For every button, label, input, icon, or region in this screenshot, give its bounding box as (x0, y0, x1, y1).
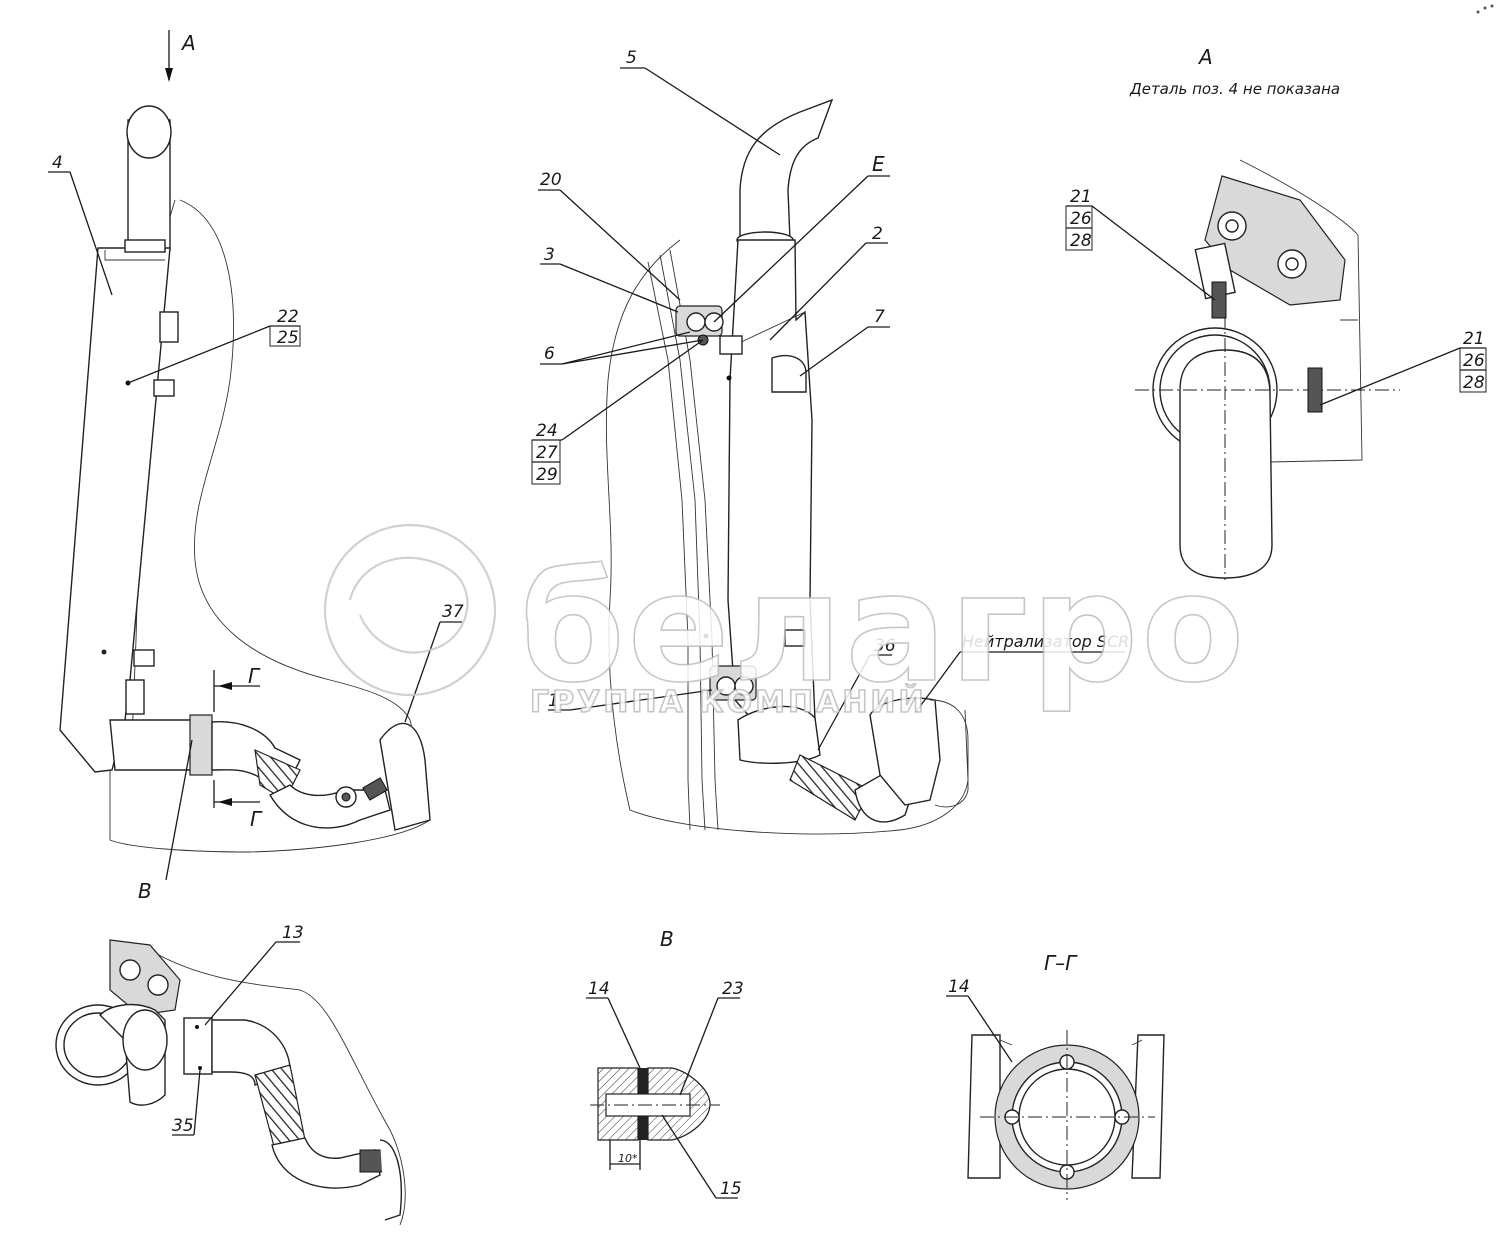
flex-hose-bottom (254, 1064, 306, 1151)
cab-outline-center (605, 239, 969, 835)
clamp-block-a (1204, 175, 1346, 306)
view-a-note: Деталь поз. 4 не показана (1129, 80, 1340, 98)
section-mark-bottom: Г (250, 807, 263, 831)
callout-2: 2 (872, 224, 883, 244)
view-b: В 10* 14 23 15 (586, 927, 744, 1199)
tailpipe-outlet (126, 105, 172, 159)
silencer-body (59, 247, 171, 773)
scr-label: Нейтрализатор SCR (962, 632, 1129, 651)
callout-5: 5 (626, 48, 637, 68)
bottom-left-view: 13 35 (55, 923, 406, 1226)
clamp-block-bottom (109, 939, 181, 1016)
callout-28-left: 28 (1070, 231, 1092, 251)
bracket-upper (159, 311, 179, 343)
callout-3: 3 (544, 245, 555, 265)
watermark-brand: белагро (520, 542, 1247, 716)
flex-hose-36 (789, 754, 871, 821)
section-mark-top: Г (248, 664, 261, 688)
lower-pipe (109, 719, 201, 771)
callout-25: 25 (277, 328, 299, 348)
callout-14-b: 14 (588, 979, 610, 999)
watermark: белагро ГРУППА КОМПАНИЙ (323, 523, 1247, 721)
callout-26-right: 26 (1463, 351, 1485, 371)
callout-22: 22 (277, 307, 299, 327)
callout-27: 27 (536, 443, 558, 463)
pipe-a (1179, 349, 1273, 579)
view-arrow-label: А (180, 31, 196, 55)
callout-29: 29 (536, 465, 558, 485)
callout-21-left: 21 (1070, 187, 1092, 207)
view-b-title: В (660, 927, 674, 951)
watermark-logo (323, 523, 497, 697)
callout-14-g: 14 (948, 977, 970, 997)
section-g: Г–Г 14 (946, 951, 1165, 1200)
callout-26-left: 26 (1070, 209, 1092, 229)
cab-outline-bottom (149, 949, 406, 1226)
cab-outline (109, 199, 431, 853)
callout-7: 7 (874, 307, 885, 327)
callout-37: 37 (442, 602, 464, 622)
bolt-a-left (1211, 281, 1227, 319)
callout-1: 1 (548, 691, 559, 711)
callout-21-right: 21 (1463, 329, 1485, 349)
tailpipe-5 (739, 98, 834, 241)
section-g-title: Г–Г (1044, 951, 1078, 975)
main-center-view: 5 Е 20 3 2 7 6 24 27 29 36 1 Нейтрали (531, 48, 1129, 835)
bolt-a-right (1307, 367, 1323, 413)
scr-edge-left (379, 722, 431, 831)
callout-13: 13 (282, 923, 304, 943)
view-arrow (165, 68, 173, 82)
callout-e: Е (872, 152, 885, 176)
bracket-left-g (967, 1034, 1001, 1179)
cab-outline-a (1239, 159, 1363, 463)
callout-20: 20 (540, 170, 562, 190)
bracket-lower (125, 679, 145, 715)
sleeve-35 (183, 1017, 213, 1075)
callout-24: 24 (536, 421, 558, 441)
detail-mark-b: В (138, 879, 152, 903)
heat-shield-clip (771, 354, 807, 393)
callout-15: 15 (720, 1179, 742, 1199)
main-left-view: Г Г А 4 22 25 37 В (48, 30, 464, 903)
callout-36: 36 (874, 636, 896, 656)
callout-4: 4 (52, 153, 63, 173)
watermark-subtitle: ГРУППА КОМПАНИЙ (530, 684, 927, 720)
flange-v (189, 714, 213, 776)
callout-23: 23 (722, 979, 744, 999)
corner-mark (1476, 4, 1494, 14)
callout-28-right: 28 (1463, 373, 1485, 393)
mount-point (125, 380, 131, 386)
dimension-10: 10* (618, 1152, 638, 1165)
callout-35: 35 (172, 1116, 194, 1136)
scr-unit (869, 697, 941, 806)
clamp (362, 777, 388, 801)
callout-6: 6 (544, 344, 555, 364)
view-a: А Деталь поз. 4 не показана 21 26 28 21 … (1065, 45, 1487, 580)
lower-elbow-center (737, 705, 821, 764)
view-a-title: А (1197, 45, 1213, 69)
